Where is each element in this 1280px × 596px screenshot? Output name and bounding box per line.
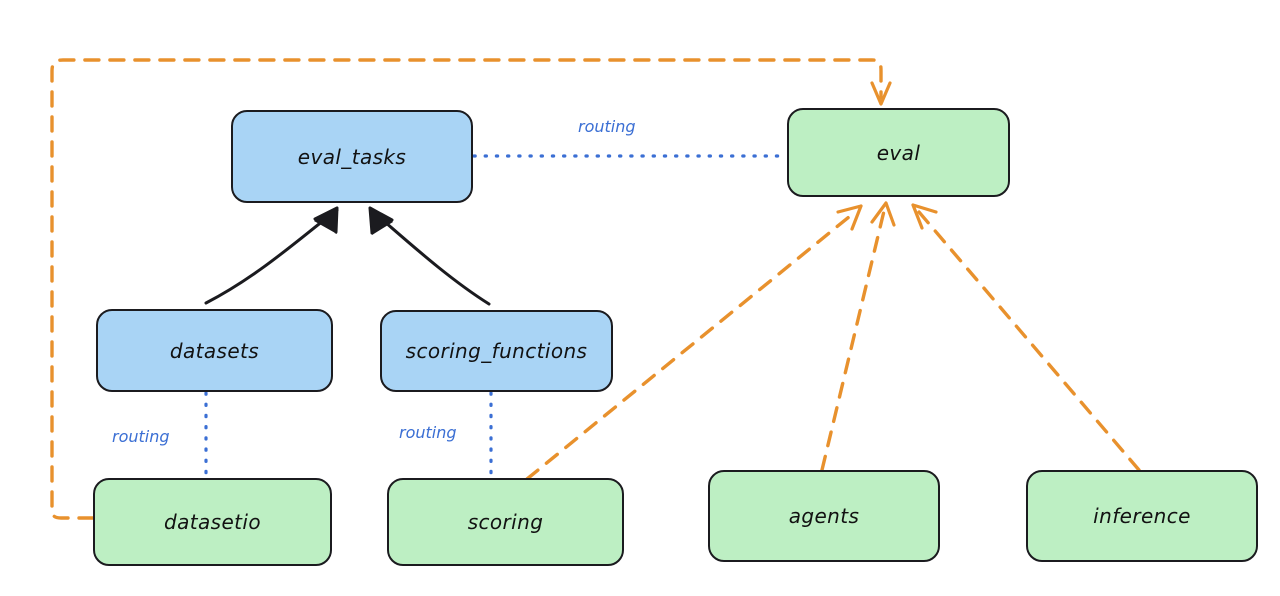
node-eval[interactable]: eval bbox=[787, 108, 1010, 197]
node-inference[interactable]: inference bbox=[1026, 470, 1258, 562]
node-label: inference bbox=[1093, 504, 1191, 528]
node-label: datasetio bbox=[163, 510, 261, 534]
node-label: scoring bbox=[467, 510, 544, 534]
node-eval-tasks[interactable]: eval_tasks bbox=[231, 110, 473, 203]
node-scoring-functions[interactable]: scoring_functions bbox=[380, 310, 613, 392]
node-label: eval bbox=[876, 140, 921, 165]
node-label: scoring_functions bbox=[405, 339, 588, 363]
edge-label-routing-datasets-datasetio: routing bbox=[112, 427, 170, 446]
edge-agents-to-eval bbox=[820, 201, 896, 472]
node-label: eval_tasks bbox=[297, 144, 407, 169]
node-scoring[interactable]: scoring bbox=[387, 478, 624, 566]
edge-label-routing-eval-tasks-eval: routing bbox=[578, 117, 636, 136]
edge-datasets-to-eval_tasks bbox=[204, 206, 339, 305]
node-label: datasets bbox=[169, 338, 260, 363]
node-label: agents bbox=[788, 504, 860, 528]
edge-scoring_functions-to-eval_tasks bbox=[368, 206, 491, 306]
edge-label-routing-scoring-functions-scoring: routing bbox=[399, 423, 457, 442]
edge-inference-to-eval bbox=[911, 203, 1141, 472]
node-datasets[interactable]: datasets bbox=[96, 309, 333, 392]
node-agents[interactable]: agents bbox=[708, 470, 940, 562]
node-datasetio[interactable]: datasetio bbox=[93, 478, 332, 566]
